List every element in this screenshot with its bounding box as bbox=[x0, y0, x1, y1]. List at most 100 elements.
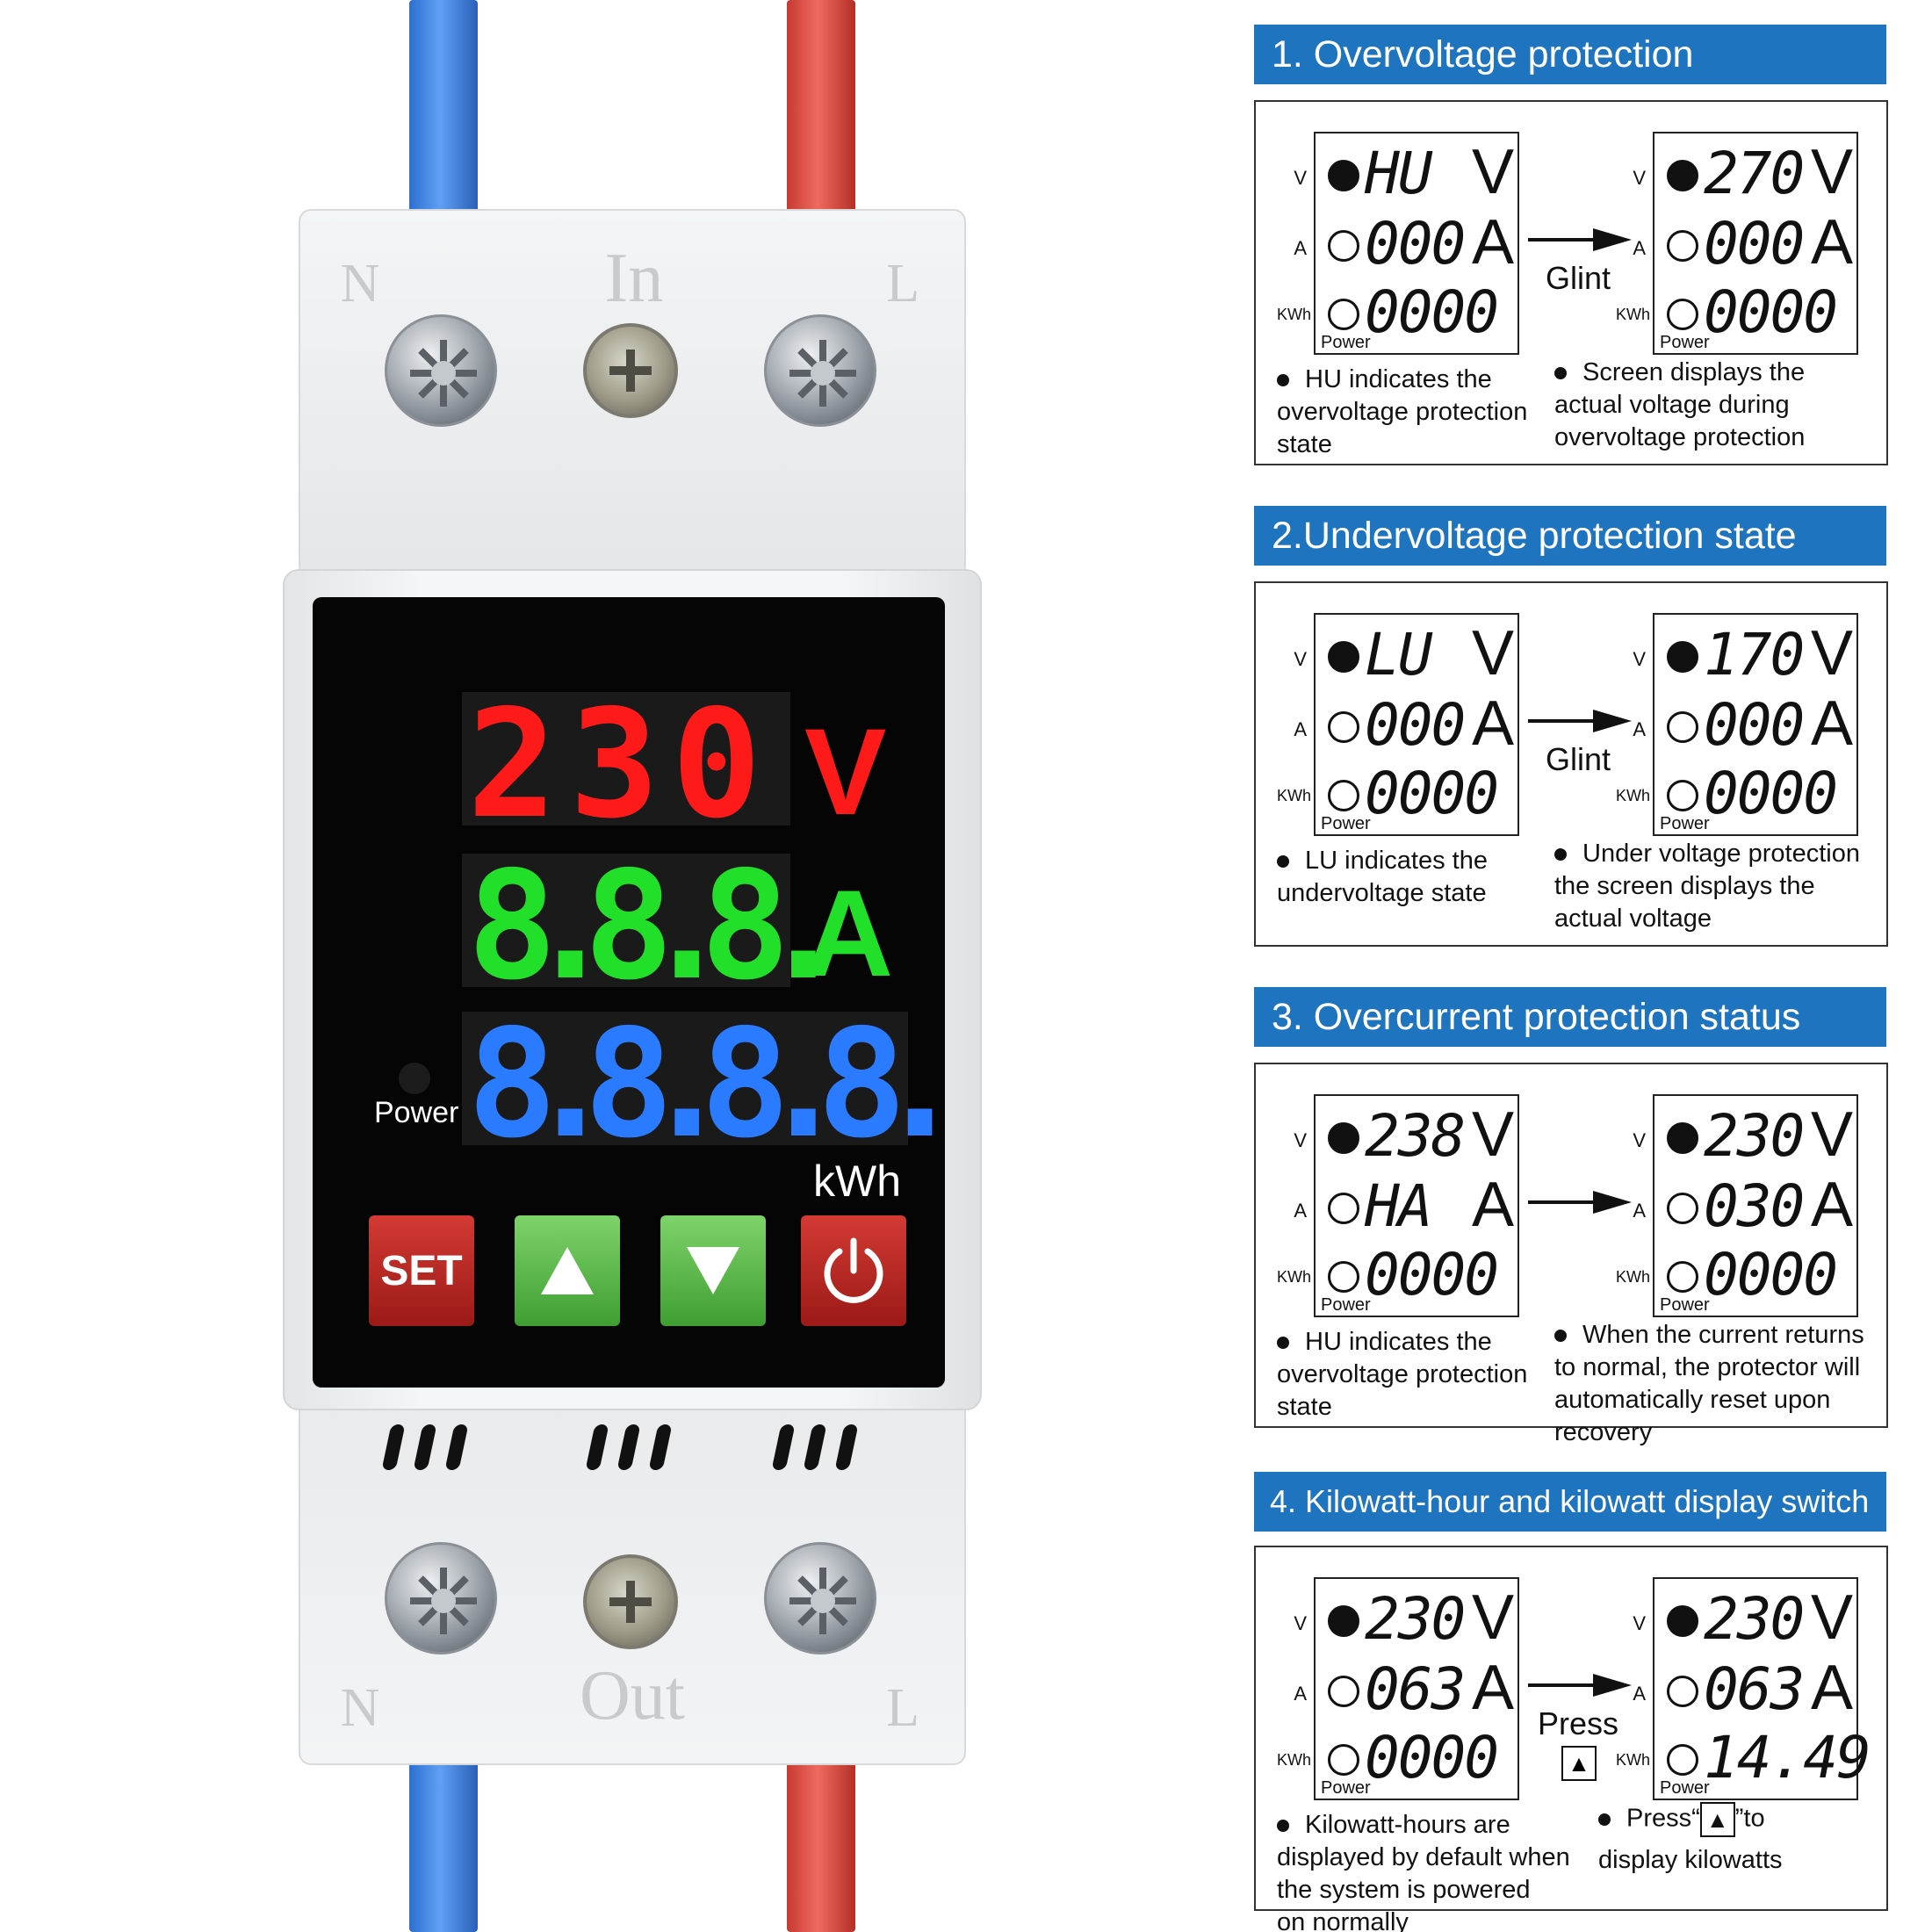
neutral-wire-top bbox=[409, 0, 478, 228]
indicator-dot bbox=[1667, 230, 1698, 262]
lcd-unit: A bbox=[1471, 207, 1514, 278]
terminal-screw-n-top[interactable] bbox=[385, 314, 497, 427]
lcd-unit: V bbox=[1810, 1582, 1853, 1653]
note-line: state bbox=[1277, 1393, 1332, 1421]
row-label: A bbox=[1633, 1200, 1646, 1222]
note-line: actual voltage during bbox=[1554, 391, 1790, 419]
power-led bbox=[399, 1063, 430, 1094]
row-label: A bbox=[1633, 237, 1646, 259]
note-line: overvoltage protection bbox=[1277, 398, 1528, 426]
note-line: automatically reset upon bbox=[1554, 1386, 1831, 1414]
indicator-dot bbox=[1667, 780, 1698, 811]
section-header: 4. Kilowatt-hour and kilowatt display sw… bbox=[1254, 1472, 1886, 1532]
lcd-unit: V bbox=[1810, 618, 1853, 688]
note-line: displayed by default when bbox=[1277, 1843, 1570, 1871]
indicator-dot bbox=[1667, 1744, 1698, 1776]
lcd-digits: 230 bbox=[1365, 1585, 1466, 1653]
live-wire-top bbox=[787, 0, 855, 228]
lcd-digits: 000 bbox=[1365, 210, 1466, 278]
row-label: A bbox=[1633, 1683, 1646, 1705]
lcd-unit: A bbox=[1810, 1170, 1853, 1240]
lcd-unit: A bbox=[1471, 1170, 1514, 1240]
terminal-label-l-top: L bbox=[886, 254, 919, 314]
power-led-label: Power bbox=[374, 1096, 459, 1129]
lcd-unit: V bbox=[1471, 137, 1514, 207]
lcd-digits: 000 bbox=[1365, 691, 1466, 759]
lcd-digits: 0000 bbox=[1365, 760, 1499, 827]
current-unit: A bbox=[804, 864, 894, 1002]
indicator-dot bbox=[1667, 160, 1698, 191]
row-label: A bbox=[1633, 718, 1646, 740]
up-key-icon: ▲ bbox=[1561, 1746, 1597, 1781]
lcd-unit: A bbox=[1810, 688, 1853, 759]
lcd-row: 0000 bbox=[1323, 1727, 1517, 1790]
indicator-dot bbox=[1667, 1676, 1698, 1707]
lcd-row: 0000 bbox=[1323, 762, 1517, 825]
terminal-screw-l-top[interactable] bbox=[764, 314, 876, 427]
indicator-dot bbox=[1328, 1744, 1359, 1776]
lcd-unit: V bbox=[1471, 1099, 1514, 1170]
note-line: Screen displays the bbox=[1554, 357, 1885, 389]
arrow-icon bbox=[1528, 1189, 1633, 1220]
lcd-digits: 0000 bbox=[1704, 1241, 1838, 1308]
indicator-dot bbox=[1667, 641, 1698, 673]
lcd-digits: 0000 bbox=[1365, 1241, 1499, 1308]
up-button[interactable] bbox=[515, 1215, 620, 1326]
terminal-screw-n-bottom[interactable] bbox=[385, 1542, 497, 1654]
indicator-dot bbox=[1328, 299, 1359, 330]
note-line: Press“▲”to bbox=[1554, 1802, 1885, 1837]
indicator-dot bbox=[1667, 299, 1698, 330]
indicator-dot bbox=[1328, 160, 1359, 191]
power-button[interactable] bbox=[801, 1215, 906, 1326]
lcd-unit: A bbox=[1471, 688, 1514, 759]
row-label: V bbox=[1633, 1612, 1646, 1634]
row-label: V bbox=[1294, 1612, 1307, 1634]
lcd-row: 0000 bbox=[1662, 281, 1856, 344]
lcd-digits: 270 bbox=[1704, 140, 1805, 207]
lcd-digits: 063 bbox=[1704, 1655, 1805, 1723]
note-line: Under voltage protection bbox=[1554, 838, 1885, 870]
lcd-power-label: Power bbox=[1321, 1295, 1371, 1315]
row-label: KWh bbox=[1277, 787, 1312, 804]
row-label: A bbox=[1294, 1200, 1307, 1222]
note-line: overvoltage protection bbox=[1554, 423, 1806, 451]
bullet-icon bbox=[1277, 1337, 1289, 1350]
note-line: HU indicates the bbox=[1277, 1326, 1593, 1359]
terminal-label-n-top: N bbox=[340, 254, 380, 314]
down-button[interactable] bbox=[660, 1215, 766, 1326]
note-line: display kilowatts bbox=[1598, 1846, 1783, 1874]
terminal-screw-in[interactable] bbox=[583, 323, 678, 418]
lcd-digits: 238 bbox=[1365, 1102, 1466, 1170]
terminal-screw-l-bottom[interactable] bbox=[764, 1542, 876, 1654]
terminal-screw-out[interactable] bbox=[583, 1554, 678, 1649]
arrow-label: Glint bbox=[1545, 741, 1611, 777]
note-line: Kilowatt-hours are bbox=[1277, 1809, 1593, 1842]
set-button[interactable]: SET bbox=[369, 1215, 474, 1326]
bullet-icon bbox=[1554, 367, 1567, 380]
lcd-row: 0000 bbox=[1323, 281, 1517, 344]
lcd-digits: 0000 bbox=[1704, 760, 1838, 827]
note-line: LU indicates the bbox=[1277, 845, 1593, 877]
note-line: When the current returns bbox=[1554, 1319, 1885, 1352]
row-label: V bbox=[1294, 167, 1307, 189]
arrow-icon bbox=[1528, 227, 1633, 257]
lcd-row: 0000 bbox=[1662, 762, 1856, 825]
